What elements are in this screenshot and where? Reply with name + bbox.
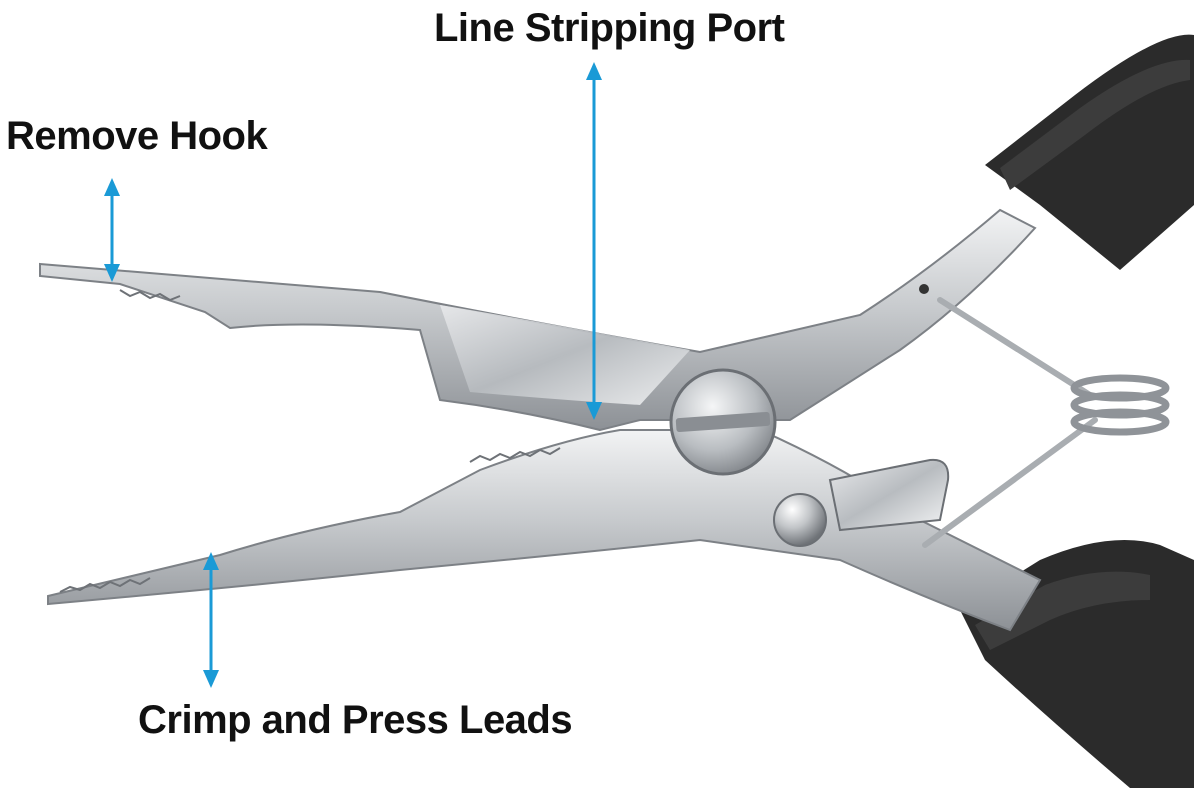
spring bbox=[937, 297, 1093, 398]
lock-latch bbox=[828, 458, 950, 532]
arrow-crimp-and-press-leads bbox=[203, 552, 219, 688]
arrow-line-stripping-port bbox=[586, 62, 602, 420]
label-crimp-and-press-leads: Crimp and Press Leads bbox=[138, 698, 573, 742]
lock-knob bbox=[773, 493, 827, 547]
arrow-remove-hook bbox=[104, 178, 120, 282]
label-remove-hook: Remove Hook bbox=[6, 114, 268, 158]
lower-jaw bbox=[47, 429, 1042, 632]
label-line-stripping-port: Line Stripping Port bbox=[434, 6, 785, 50]
